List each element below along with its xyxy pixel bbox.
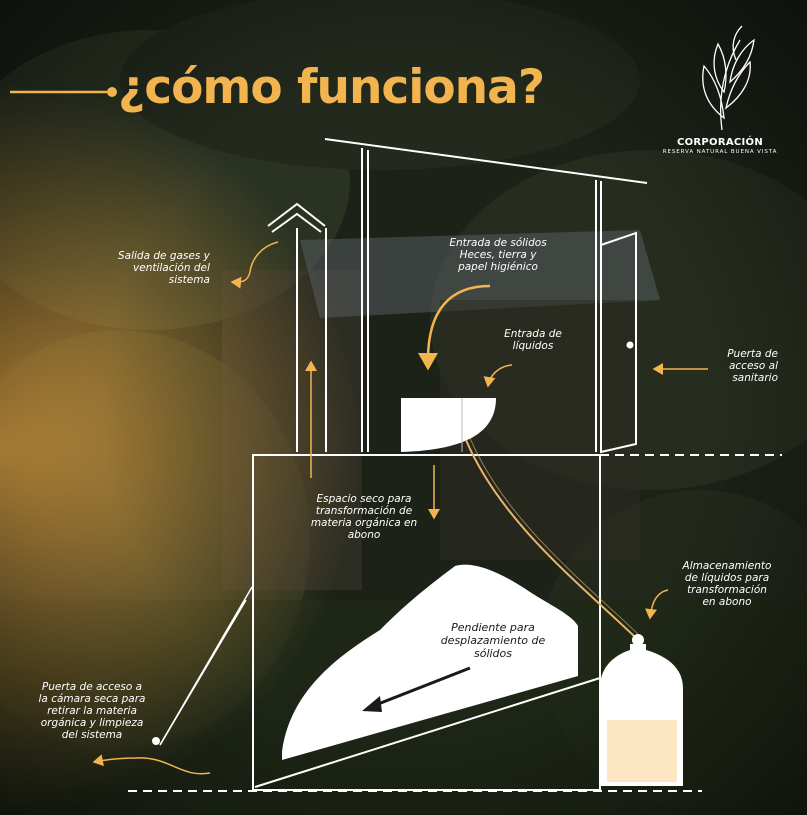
brand-name: CORPORACIÓN xyxy=(676,137,764,148)
label-liquids-entry: Entrada de líquidos xyxy=(504,328,562,352)
title-dot xyxy=(107,87,117,97)
chamber-door-handle xyxy=(152,737,160,745)
label-chamber-door: Puerta de acceso a la cámara seca para r… xyxy=(38,681,146,741)
label-solids-entry: Entrada de sólidos Heces, tierra y papel… xyxy=(449,237,547,273)
label-slope: Pendiente para desplazamiento de sólidos xyxy=(440,621,546,660)
annotation-arrows xyxy=(92,241,708,775)
toilet-structure xyxy=(159,138,648,791)
gas-vent-arrow xyxy=(230,241,279,289)
liquid-storage-arrow xyxy=(645,589,669,620)
compost-pile xyxy=(282,564,578,760)
solids-entry-arrow xyxy=(418,284,491,371)
label-dry-space: Espacio seco para transformación de mate… xyxy=(310,493,418,541)
toilet-bowl xyxy=(401,398,496,452)
label-liquid-storage: Almacenamiento de líquidos para transfor… xyxy=(682,560,772,608)
chamber-door-arrow xyxy=(92,754,211,775)
liquid-pipe xyxy=(465,439,635,637)
door-handle xyxy=(626,341,634,349)
page-title: ¿cómo funciona? xyxy=(118,60,545,115)
label-gas-vent: Salida de gases y ventilación del sistem… xyxy=(118,250,210,286)
slope-arrow xyxy=(367,666,471,710)
stored-liquid xyxy=(607,720,677,782)
slope-arrow-head xyxy=(362,696,382,712)
liquids-entry-arrow xyxy=(483,364,513,388)
brand: CORPORACIÓN RESERVA NATURAL BUENA VISTA xyxy=(660,137,780,155)
leaf-sprig-icon xyxy=(702,25,755,131)
brand-subtitle: RESERVA NATURAL BUENA VISTA xyxy=(662,149,778,155)
label-toilet-door: Puerta de acceso al sanitario xyxy=(727,348,778,384)
